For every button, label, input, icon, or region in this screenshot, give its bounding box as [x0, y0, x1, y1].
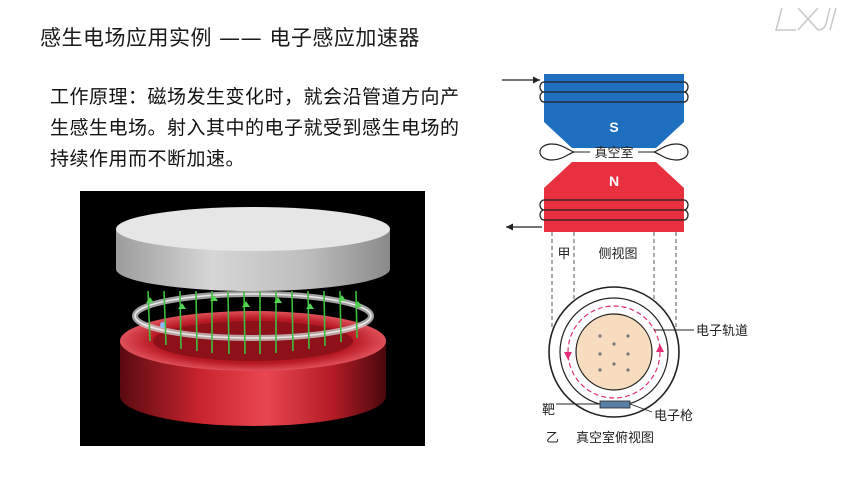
vacuum-chamber-label: 真空室	[594, 145, 633, 161]
accelerator-schematic: S 真空室 N 甲 侧视图	[502, 74, 748, 446]
principle-text: 工作原理：磁场发生变化时，就会沿管道方向产生感生电场。射入其中的电子就受到感生电…	[50, 86, 460, 170]
accelerator-render-image	[80, 191, 425, 446]
logo-icon	[775, 7, 837, 31]
slide-title: 感生电场应用实例 —— 电子感应加速器	[40, 26, 420, 50]
magnet-s-label: S	[609, 119, 618, 135]
top-view-label: 真空室俯视图	[576, 430, 654, 446]
top-marker: 乙	[546, 431, 559, 446]
side-view-label: 侧视图	[598, 247, 637, 262]
magnet-s	[544, 74, 684, 122]
electron-gun	[599, 400, 631, 409]
electron-orbit-label: 电子轨道	[696, 324, 748, 339]
side-marker: 甲	[557, 247, 570, 262]
target-label: 靶	[542, 403, 555, 418]
electron-gun-label: 电子枪	[654, 408, 693, 424]
magnet-core	[575, 313, 653, 391]
magnet-n-label: N	[609, 173, 619, 189]
